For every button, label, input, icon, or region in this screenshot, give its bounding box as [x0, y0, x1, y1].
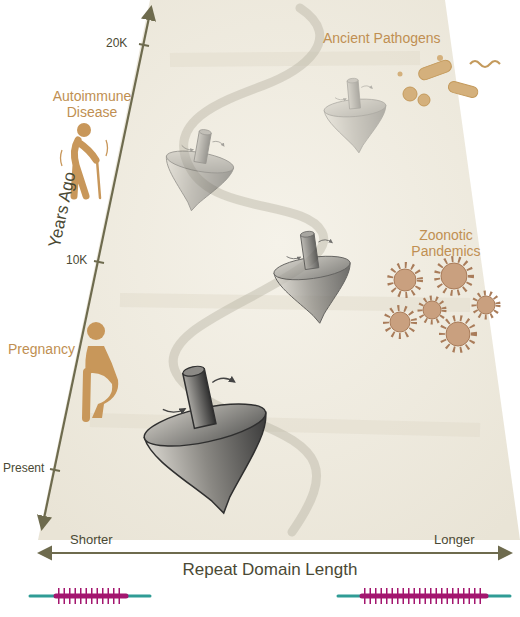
tick-label: Present: [3, 462, 44, 476]
virus-body: [394, 269, 416, 291]
repeat-domain: [56, 594, 126, 599]
time-axis: [42, 8, 151, 528]
virus-body: [423, 301, 441, 319]
spore: [398, 72, 403, 77]
pathogen-icons: [398, 55, 501, 106]
virus-spikes: [442, 318, 474, 350]
virus-spikes: [474, 293, 498, 317]
icon-cane: [97, 160, 100, 198]
spinning-top: [322, 76, 390, 156]
virus-icons: [386, 259, 498, 350]
virus-body: [390, 312, 410, 332]
axis-title: Repeat Domain Length: [183, 560, 358, 580]
coccus: [403, 87, 417, 101]
axis-tick: [50, 469, 60, 471]
spinning-top: [158, 124, 239, 217]
bacterium-rod: [447, 80, 479, 98]
icon-head: [77, 123, 91, 137]
virus-spikes: [390, 265, 420, 295]
length-axis: [40, 552, 510, 554]
condition-label: Ancient Pathogens: [323, 30, 441, 46]
icon-body: [85, 346, 118, 418]
bacterium-rod: [417, 59, 453, 82]
tremor-lines: [61, 140, 108, 166]
molecule-backbone: [30, 595, 150, 598]
virus-spikes: [437, 259, 471, 293]
tick-label: 20K: [106, 37, 127, 51]
spinning-top: [269, 226, 358, 328]
short-molecule: [30, 596, 150, 597]
axis-title: Years Ago: [44, 170, 79, 249]
axis-tick: [94, 261, 104, 263]
icon-leg: [86, 372, 87, 418]
virus-spikes: [386, 308, 414, 336]
spinning-top: [132, 354, 284, 526]
spore: [437, 55, 443, 61]
paper-background: [38, 0, 520, 540]
spirochete: [470, 61, 500, 67]
virus-body: [477, 296, 495, 314]
repeat-domain: [362, 594, 486, 599]
icon-body: [74, 140, 96, 196]
axis-end-label: Longer: [434, 533, 474, 548]
virus-body: [441, 263, 467, 289]
condition-label: Autoimmune Disease: [46, 88, 138, 120]
condition-label: Pregnancy: [8, 341, 75, 357]
axis-tick: [139, 44, 149, 46]
axis-end-label: Shorter: [70, 533, 113, 548]
virus-spikes: [420, 298, 444, 322]
pregnancy-icon: [85, 322, 118, 418]
molecule-backbone: [338, 595, 510, 598]
coccus: [418, 94, 430, 106]
long-molecule: [338, 596, 510, 597]
condition-label: Zoonotic Pandemics: [400, 227, 492, 259]
virus-body: [446, 322, 470, 346]
tick-label: 10K: [66, 254, 87, 268]
icon-head: [87, 322, 105, 340]
